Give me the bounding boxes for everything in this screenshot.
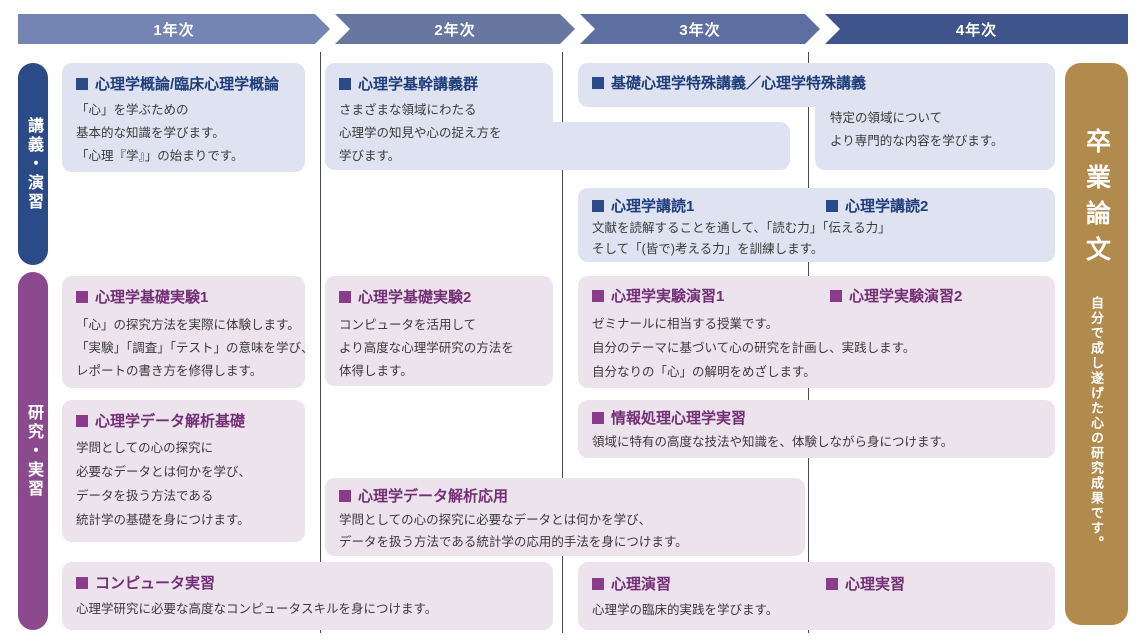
course-desc: ゼミナールに相当する授業です。 自分のテーマに基づいて心の研究を計画し、実践しま… [592, 317, 916, 379]
course-desc: 文献を読解することを通して、「読む力」「伝える力」 そして「(皆で)考える力」を… [592, 221, 891, 256]
course-desc: 学問としての心の探究に必要なデータとは何かを学び、 データを扱う方法である統計学… [339, 513, 688, 549]
section-bar-research: 研究・実習 [18, 272, 48, 630]
course-title: 心理学データ解析応用 [339, 485, 508, 506]
course-card-computer-practice: コンピュータ実習 心理学研究に必要な高度なコンピュータスキルを身につけます。 [62, 562, 553, 630]
course-desc: 「心」を学ぶための 基本的な知識を学びます。 「心理『学』」の始まりです。 [76, 103, 244, 163]
course-title: コンピュータ実習 [76, 572, 215, 593]
course-title: 心理学講読2 [826, 195, 928, 216]
year-1-label: 1年次 [153, 21, 195, 39]
course-title: 心理学基礎実験1 [76, 286, 208, 307]
card-shape [325, 122, 790, 170]
course-title: 心理実習 [826, 573, 905, 594]
bullet-square-icon [592, 76, 604, 89]
course-title: 心理演習 [592, 573, 671, 594]
course-title: 心理学実験演習2 [830, 285, 962, 306]
course-card-basic-experiment-2: 心理学基礎実験2 コンピュータを活用して より高度な心理学研究の方法を 体得しま… [325, 276, 553, 386]
thesis-subtitle: 自分で成し遂げた心の研究成果です。 [1089, 296, 1104, 551]
bullet-square-icon [339, 489, 351, 502]
year-2-label: 2年次 [434, 21, 476, 39]
course-desc: 特定の領域について より専門的な内容を学びます。 [830, 111, 1004, 148]
bullet-square-icon [592, 577, 604, 590]
bullet-square-icon [826, 199, 838, 212]
thesis-column [1065, 63, 1128, 625]
bullet-square-icon [76, 576, 88, 589]
section-label-lecture: 講義・演習 [25, 116, 42, 212]
year-segment-2: 2年次 [335, 14, 575, 44]
bullet-square-icon [339, 77, 351, 90]
year-banner: 1年次 2年次 3年次 4年次 [18, 14, 1128, 44]
course-card-data-analysis-applied: 心理学データ解析応用 学問としての心の探究に必要なデータとは何かを学び、 データ… [325, 478, 805, 556]
bullet-square-icon [830, 289, 842, 302]
column-divider-year2-3 [562, 52, 563, 633]
year-4-label: 4年次 [955, 21, 998, 39]
course-card-experiment-seminar: 心理学実験演習1 心理学実験演習2 ゼミナールに相当する授業です。 自分のテーマ… [578, 276, 1055, 388]
bullet-square-icon [76, 290, 88, 303]
year-segment-1: 1年次 [18, 14, 330, 44]
course-title: 心理学データ解析基礎 [76, 410, 245, 431]
bullet-square-icon [592, 199, 604, 212]
course-card-clinical-practice: 心理演習 心理実習 心理学の臨床的実践を学びます。 [578, 562, 1055, 630]
course-desc: 「心」の探究方法を実際に体験します。 「実験」「調査」「テスト」の意味を学び、 … [76, 318, 314, 378]
bullet-square-icon [592, 289, 604, 302]
course-desc: さまざまな領域にわたる 心理学の知見や心の捉え方を 学びます。 [339, 103, 502, 163]
course-desc: 学問としての心の探究に 必要なデータとは何かを学び、 データを扱う方法である 統… [76, 441, 252, 527]
course-card-basic-experiment-1: 心理学基礎実験1 「心」の探究方法を実際に体験します。 「実験」「調査」「テスト… [62, 276, 314, 388]
course-card-core-lectures: 心理学基幹講義群 さまざまな領域にわたる 心理学の知見や心の捉え方を 学びます。 [325, 63, 790, 170]
thesis-title: 卒業論文 [1082, 128, 1111, 272]
year-segment-3: 3年次 [580, 14, 820, 44]
course-title: 心理学基幹講義群 [339, 73, 478, 94]
course-desc: 心理学の臨床的実践を学びます。 [592, 603, 779, 617]
bullet-square-icon [339, 290, 351, 303]
bullet-square-icon [76, 77, 88, 90]
course-card-special-lectures: 基礎心理学特殊講義／心理学特殊講義 特定の領域について より専門的な内容を学びま… [578, 63, 1055, 170]
year-segment-4: 4年次 [825, 14, 1128, 44]
course-card-data-analysis-basic: 心理学データ解析基礎 学問としての心の探究に 必要なデータとは何かを学び、 デー… [62, 400, 305, 542]
course-desc: 心理学研究に必要な高度なコンピュータスキルを身につけます。 [76, 602, 438, 616]
course-desc: コンピュータを活用して より高度な心理学研究の方法を 体得します。 [339, 318, 514, 378]
section-bar-lecture: 講義・演習 [18, 63, 48, 265]
course-title: 心理学実験演習1 [592, 285, 724, 306]
course-desc: 領域に特有の高度な技法や知識を、体験しながら身につけます。 [592, 435, 954, 449]
bullet-square-icon [76, 414, 88, 427]
course-title: 心理学基礎実験2 [339, 286, 471, 307]
course-card-intro-psychology: 心理学概論/臨床心理学概論 「心」を学ぶための 基本的な知識を学びます。 「心理… [62, 63, 305, 172]
course-title: 基礎心理学特殊講義／心理学特殊講義 [592, 72, 866, 93]
course-title: 心理学概論/臨床心理学概論 [76, 73, 279, 94]
section-label-research: 研究・実習 [25, 403, 42, 499]
bullet-square-icon [826, 577, 838, 590]
bullet-square-icon [592, 411, 604, 424]
column-divider-year1-2 [320, 52, 321, 633]
course-card-reading: 心理学講読1 心理学講読2 文献を読解することを通して、「読む力」「伝える力」 … [578, 188, 1055, 262]
course-title: 情報処理心理学実習 [592, 407, 746, 428]
card-shape [815, 63, 1055, 170]
course-card-info-processing-practice: 情報処理心理学実習 領域に特有の高度な技法や知識を、体験しながら身につけます。 [578, 400, 1055, 458]
course-title: 心理学講読1 [592, 195, 694, 216]
year-3-label: 3年次 [679, 21, 721, 39]
